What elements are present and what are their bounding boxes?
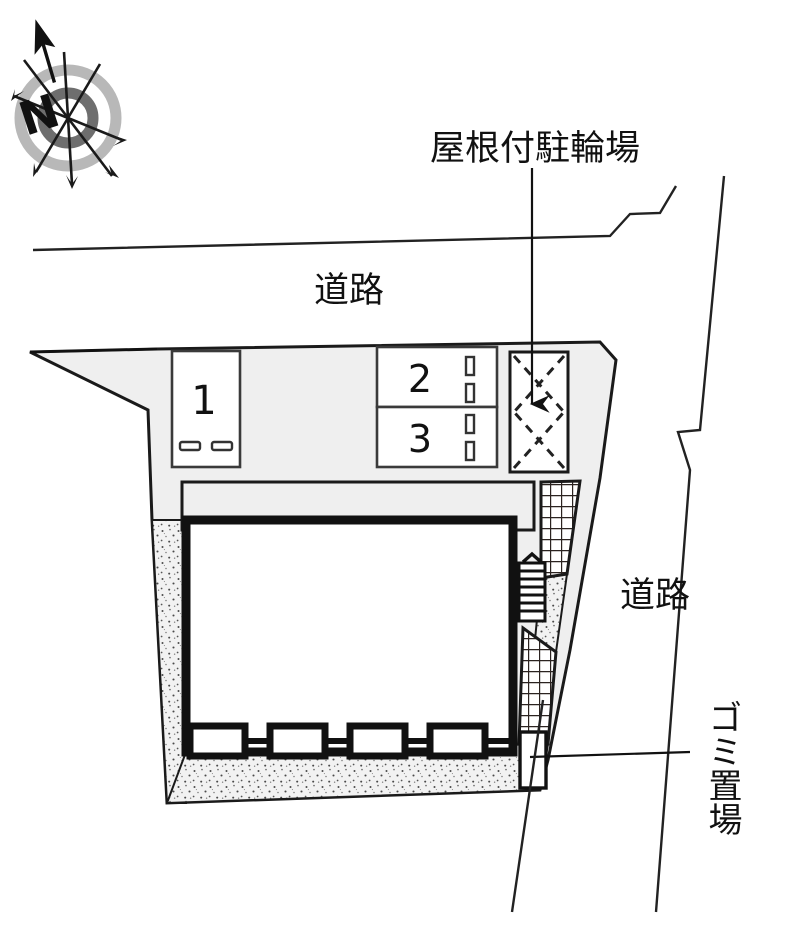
stairs[interactable] [517, 551, 547, 623]
balcony-1 [186, 722, 249, 760]
road-right-far-edge [654, 175, 726, 913]
hedge-areas [517, 479, 582, 746]
parking-stall-2-outline [375, 345, 499, 409]
bike-shelter-outline [508, 350, 570, 474]
hedge-lower [517, 625, 558, 746]
site-north-edge-extension [29, 347, 158, 354]
road-right-label: 道路 [620, 576, 690, 616]
stairs-direction-chevron [521, 551, 543, 564]
balcony-row [186, 722, 513, 760]
balcony-3 [346, 722, 409, 760]
building-footprint [181, 515, 518, 757]
garbage-area-outline [518, 730, 548, 790]
parking-stall-2-number: 2 [408, 357, 432, 401]
parking-stall-3-marker-b [464, 440, 476, 462]
road-top-area: 道路 [32, 175, 726, 913]
garbage-area[interactable]: ゴミ置場 [518, 700, 742, 836]
balcony-4 [426, 722, 489, 760]
road-top-label: 道路 [314, 271, 384, 311]
parking-stalls-2-3[interactable]: 2 3 [375, 345, 499, 469]
parking-stall-3-outline [375, 405, 499, 469]
parking-stall-1[interactable]: 1 [170, 349, 242, 469]
parking-stall-2-marker-b [464, 382, 476, 404]
bike-shelter[interactable] [508, 350, 570, 474]
north-arrow-compass-rose: N [11, 19, 127, 189]
north-arrow-head [34, 19, 57, 83]
balcony-2 [266, 722, 329, 760]
road-top-far-edge [32, 185, 678, 252]
parking-stall-3-marker-a [464, 413, 476, 435]
parking-stall-2-marker-a [464, 355, 476, 377]
garbage-area-label: ゴミ置場 [702, 700, 742, 836]
parking-stall-1-number: 1 [191, 378, 216, 424]
parking-stall-1-marker-b [210, 440, 234, 452]
road-lower-edges [510, 699, 545, 913]
bike-shelter-label: 屋根付駐輪場 [430, 129, 640, 169]
building[interactable] [180, 480, 547, 760]
bike-shelter-callout: 屋根付駐輪場 [430, 129, 640, 413]
parking-stall-3-number: 3 [408, 417, 432, 461]
garbage-leader-line [529, 750, 691, 759]
parking-stall-1-marker-a [178, 440, 202, 452]
hedge-upper [539, 479, 582, 580]
road-lower-left-edge [510, 699, 545, 913]
bike-shelter-cross-hatch [512, 355, 566, 469]
